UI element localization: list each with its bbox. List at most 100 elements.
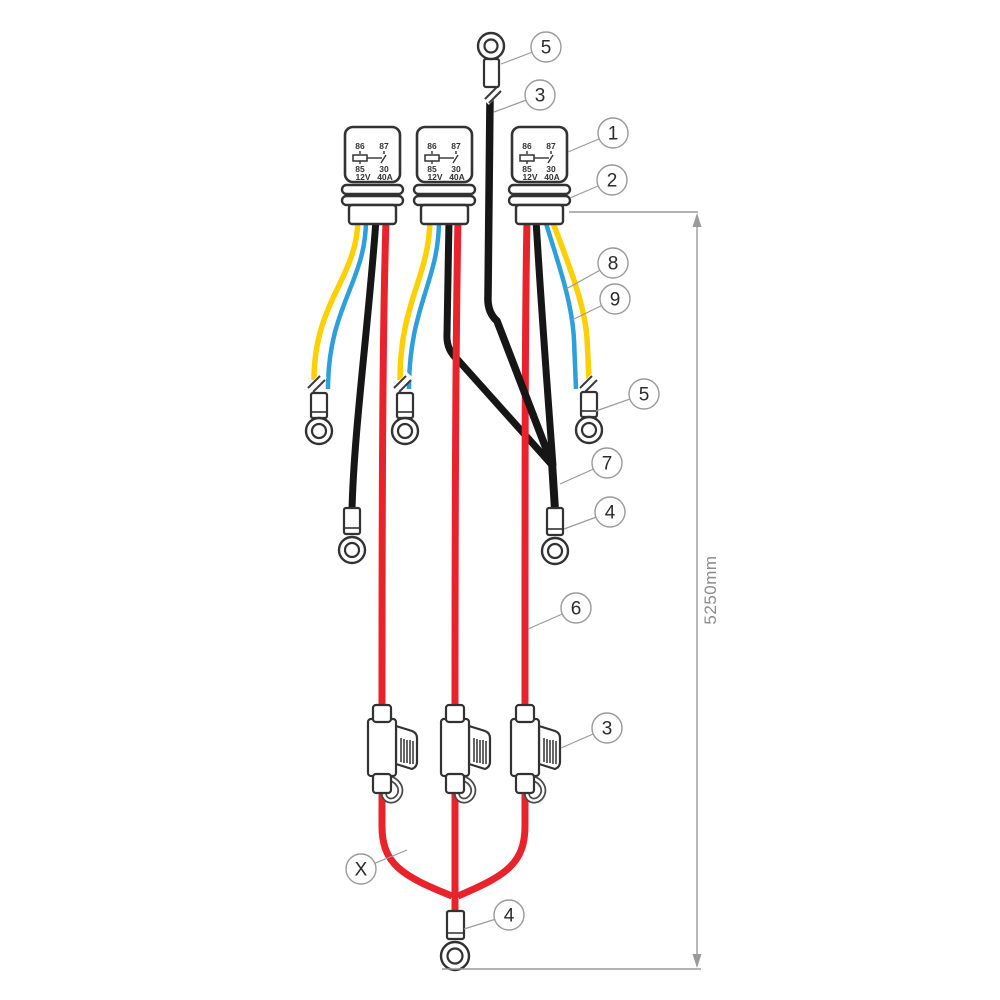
black-junction-stub <box>548 461 559 511</box>
top-ring-terminal <box>476 31 506 89</box>
callout-label: 7 <box>602 454 613 475</box>
right-relay-yellow-wire <box>549 219 592 380</box>
relay-voltage: 12V <box>522 172 537 182</box>
callout-7: 7 <box>559 447 623 485</box>
left-relay-yellow-wire <box>311 219 361 381</box>
top-black-wire <box>484 99 556 466</box>
terminal-barrel <box>395 391 415 420</box>
ring-terminals <box>304 31 604 972</box>
relay-coil-symbol <box>352 154 368 162</box>
dimension-arrow-down <box>692 954 702 968</box>
callout-5-top: 5 <box>500 31 562 65</box>
left-red-wire-below-fuse <box>378 790 454 900</box>
fuse-clip-hook-inner <box>382 775 402 802</box>
fuse-clip-hook-inner <box>455 775 475 802</box>
terminal-ring-hole <box>310 422 328 440</box>
relay-current: 40A <box>449 172 465 182</box>
right-pair-ring-terminal <box>574 390 604 445</box>
fuse-window-hatch <box>473 738 487 764</box>
relay-switch-blade <box>380 154 387 164</box>
break-mark-middle-pair <box>392 372 413 394</box>
relay-pin-86: 86 <box>522 141 532 151</box>
middle-relay-blue-wire <box>406 219 442 390</box>
callout-2: 2 <box>569 164 628 199</box>
socket-body <box>347 203 398 226</box>
middle-pair-ring-terminal <box>390 391 420 446</box>
relay-pin-85: 85 <box>427 164 437 174</box>
dimension-arrow-up <box>692 213 702 227</box>
terminal-ring-hole <box>446 947 464 965</box>
callout-label: 4 <box>504 906 515 927</box>
callout-6: 6 <box>527 592 592 630</box>
socket-body <box>419 203 470 226</box>
fuse-body <box>509 717 541 778</box>
callout-label: 1 <box>608 124 619 145</box>
break-mark-top-black <box>483 85 503 105</box>
relay-switch-blade <box>547 154 554 164</box>
relay-middle: 86 87 85 30 12V 40A <box>412 125 477 226</box>
terminal-ring-hole <box>580 421 598 439</box>
right-relay-red-wire <box>521 219 531 709</box>
callout-x: X <box>345 849 408 885</box>
bottom-red-ring-terminal <box>439 909 471 972</box>
callout-3-fuse: 3 <box>560 712 623 749</box>
callout-label: 5 <box>639 385 650 406</box>
relay-pin-86: 86 <box>355 141 365 151</box>
callout-9: 9 <box>571 283 631 321</box>
socket-flange-top <box>340 183 405 196</box>
left-pair-ring-terminal <box>304 391 334 446</box>
relay-body <box>343 125 402 184</box>
callout-label: X <box>355 860 368 881</box>
left-relay-red-wire <box>378 219 390 709</box>
fuse-cap-bottom <box>444 772 466 795</box>
left-black-ring-terminal <box>337 506 367 565</box>
relay-body <box>415 125 474 184</box>
dimension: 5250mm <box>442 211 720 970</box>
relay-switch-blade <box>452 154 459 164</box>
joined-black-ring-terminal <box>540 506 570 566</box>
callout-3-top: 3 <box>493 79 556 113</box>
terminal-barrel <box>342 506 362 536</box>
relay-coil-symbol <box>424 154 440 162</box>
relay-pin-87: 87 <box>379 141 389 151</box>
wire-break-marks <box>306 85 599 394</box>
terminal-ring-hole <box>343 541 361 559</box>
break-mark-right-pair <box>578 372 599 394</box>
callout-label: 3 <box>535 86 546 107</box>
fuse-cap-bottom <box>514 772 536 795</box>
fuse-cap-bottom <box>371 772 393 795</box>
fuse-body <box>439 717 471 778</box>
middle-relay-yellow-wire <box>397 219 433 381</box>
callout-label: 4 <box>605 503 616 524</box>
fuse-window-hatch <box>543 738 557 764</box>
relay-voltage: 12V <box>427 172 442 182</box>
callout-label: 9 <box>610 290 621 311</box>
fuse-clip-hook-inner <box>525 775 545 802</box>
terminal-ring-hole <box>396 422 414 440</box>
socket-flange-bottom <box>340 194 405 207</box>
relay-coil-symbol <box>519 154 535 162</box>
relay-voltage: 12V <box>355 172 370 182</box>
callout-label: 3 <box>602 719 613 740</box>
relay-pin-85: 85 <box>355 164 365 174</box>
relay-pin-30: 30 <box>379 164 389 174</box>
relay-right: 86 87 85 30 12V 40A <box>507 125 572 226</box>
relay-pin-30: 30 <box>451 164 461 174</box>
callout-label: 2 <box>607 171 618 192</box>
left-relay-black-wire <box>348 219 380 511</box>
relay-left: 86 87 85 30 12V 40A <box>340 125 405 226</box>
fuse-cap-top <box>444 703 466 724</box>
terminal-barrel <box>309 391 329 420</box>
relay-current: 40A <box>544 172 560 182</box>
break-mark-left-pair <box>306 372 327 394</box>
fuse-cap-top <box>371 703 393 724</box>
terminal-ring-hole <box>546 542 564 560</box>
fuse-body <box>366 717 398 778</box>
middle-relay-red-wire <box>451 219 462 709</box>
relay-pin-30: 30 <box>546 164 556 174</box>
terminal-barrel <box>482 57 501 89</box>
callouts: 5 3 1 2 8 9 5 <box>345 31 660 931</box>
right-red-wire-below-fuse <box>456 790 529 900</box>
right-relay-blue-wire <box>542 219 579 390</box>
terminal-ring-hole <box>483 38 499 54</box>
